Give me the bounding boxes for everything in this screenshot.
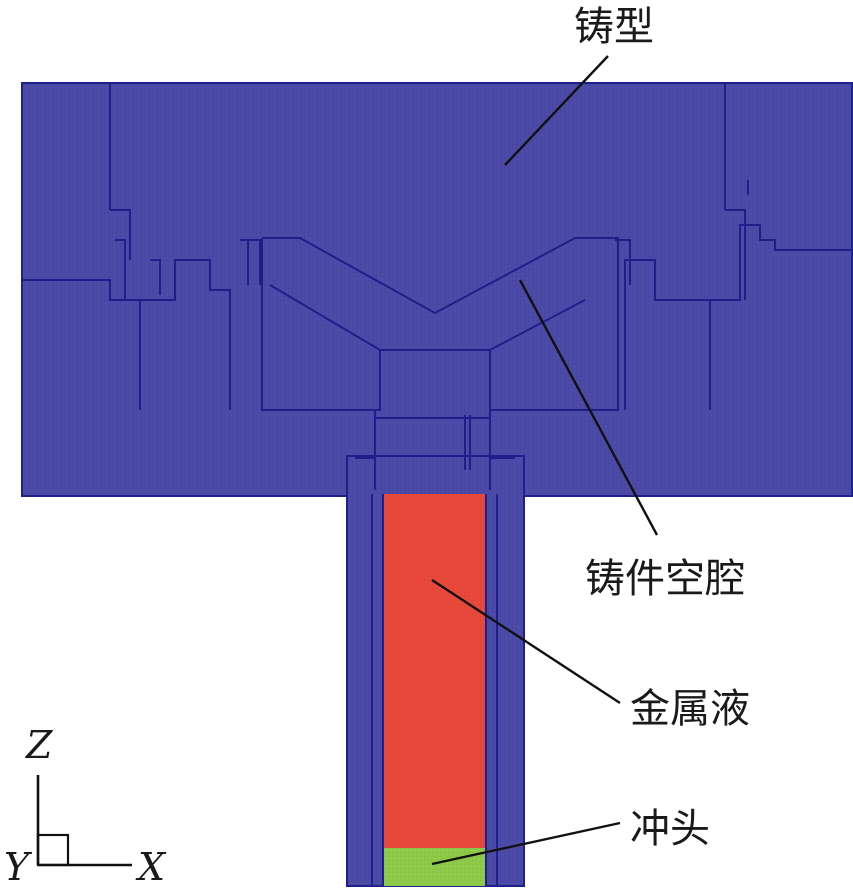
sleeve-walls	[371, 494, 498, 886]
leader-mold	[504, 55, 609, 166]
label-molten-metal: 金属液	[630, 686, 750, 732]
coordinate-axes: Z Y X	[4, 723, 167, 889]
mold-internal-edges	[22, 83, 852, 490]
leader-casting-cavity	[518, 279, 659, 536]
axis-x-label: X	[135, 845, 167, 889]
label-punch: 冲头	[630, 806, 710, 852]
label-casting-cavity: 铸件空腔	[585, 556, 745, 602]
axis-z-label: Z	[25, 723, 53, 767]
axis-y-label: Y	[4, 845, 33, 889]
leader-molten-metal	[431, 578, 621, 705]
leader-punch	[431, 821, 621, 866]
label-mold: 铸型	[574, 4, 654, 50]
molten-metal-region	[383, 494, 486, 848]
leader-lines	[431, 55, 659, 866]
punch-region	[383, 848, 486, 886]
mold-top-block	[21, 82, 853, 497]
